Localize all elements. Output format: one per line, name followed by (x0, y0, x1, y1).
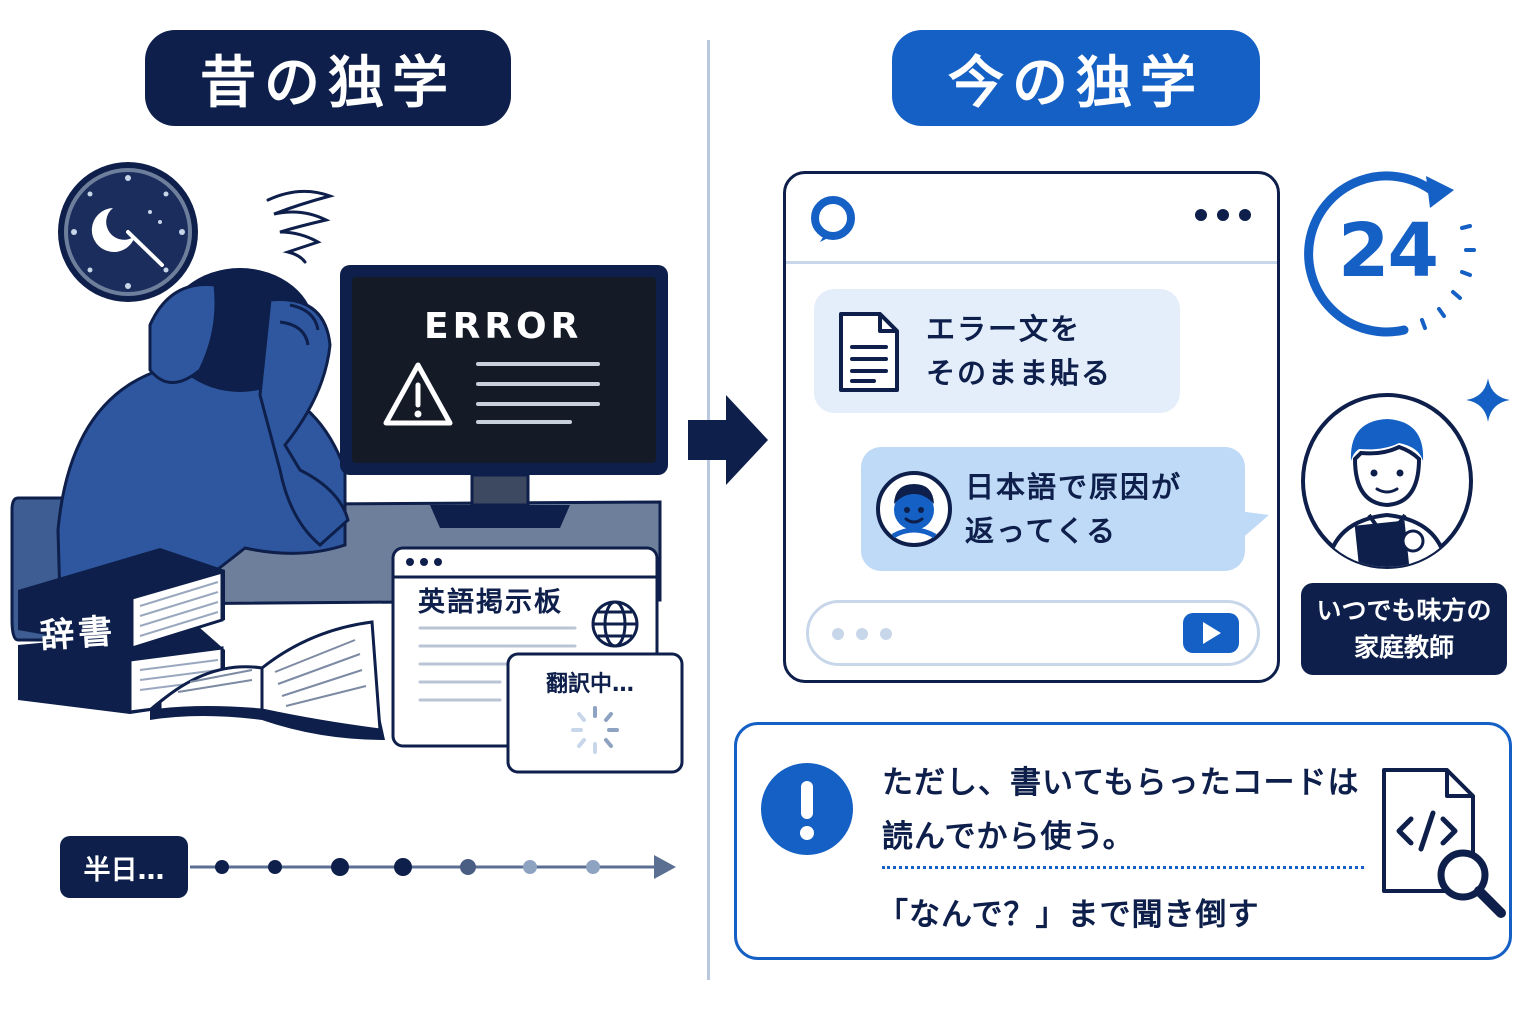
forum-title: 英語掲示板 (418, 587, 563, 618)
chat-logo-icon (811, 196, 855, 242)
typing-dots (832, 628, 892, 640)
chat-header-divider (786, 261, 1277, 264)
tip-line-2: 読んでから使う。 (882, 819, 1135, 855)
ai-message-bubble: 日本語で原因が 返ってくる (861, 447, 1269, 571)
code-file-search-icon (1382, 768, 1506, 918)
document-icon (839, 312, 899, 392)
translating-label: 翻訳中… (546, 672, 635, 697)
open-book (150, 620, 385, 740)
bubble-tail (1239, 511, 1269, 541)
sparkle-icon (1466, 378, 1510, 422)
send-button[interactable] (1183, 613, 1239, 653)
clock-24-icon (1304, 171, 1476, 337)
error-text-lines (476, 362, 600, 424)
dictionary-label: 辞書 (38, 611, 118, 657)
globe-icon (591, 600, 639, 648)
send-icon (1203, 622, 1221, 644)
warning-icon (383, 362, 453, 426)
chat-input-bar[interactable] (806, 600, 1260, 666)
robot-avatar-icon (876, 471, 952, 547)
person-arm-left (148, 283, 218, 384)
availability-24-text: 24 (1338, 208, 1439, 294)
person-arm-right (258, 298, 350, 547)
user-message-line-2: そのまま貼る (926, 356, 1113, 390)
more-dots-icon[interactable] (1194, 208, 1254, 222)
user-message-bubble: エラー文を そのまま貼る (814, 289, 1180, 413)
loading-spinner-icon (571, 706, 619, 754)
tutor-label: いつでも味方の 家庭教師 (1301, 583, 1507, 675)
exclamation-icon (761, 763, 853, 855)
user-message-line-1: エラー文を (926, 312, 1082, 346)
tutor-label-line-1: いつでも味方の (1316, 596, 1492, 625)
center-divider (707, 40, 710, 980)
title-old-self-study: 昔の独学 (145, 30, 511, 126)
arrow-right-icon (688, 395, 768, 485)
chat-window: エラー文を そのまま貼る 日本語で原因が 返ってくる (783, 171, 1280, 683)
title-new-self-study: 今の独学 (892, 30, 1260, 126)
tutor-avatar-icon (1301, 393, 1473, 569)
tip-box: ただし、書いてもらったコードは 読んでから使う。 「なんで？」まで聞き倒す (734, 722, 1512, 960)
half-day-label: 半日… (60, 836, 188, 898)
stress-scribble-icon (266, 189, 335, 264)
monitor (340, 265, 668, 528)
tip-divider (882, 866, 1364, 869)
moon-clock-icon (58, 162, 198, 302)
old-scene-illustration (10, 162, 684, 879)
ai-message-line-2: 返ってくる (965, 514, 1118, 548)
tutor-label-line-2: 家庭教師 (1353, 633, 1454, 662)
tip-line-3: 「なんで？」まで聞き倒す (877, 897, 1260, 933)
ai-message-line-1: 日本語で原因が (965, 470, 1183, 504)
timeline (190, 855, 676, 879)
monitor-error-text: ERROR (424, 306, 583, 347)
tip-line-1: ただし、書いてもらったコードは (882, 765, 1360, 801)
